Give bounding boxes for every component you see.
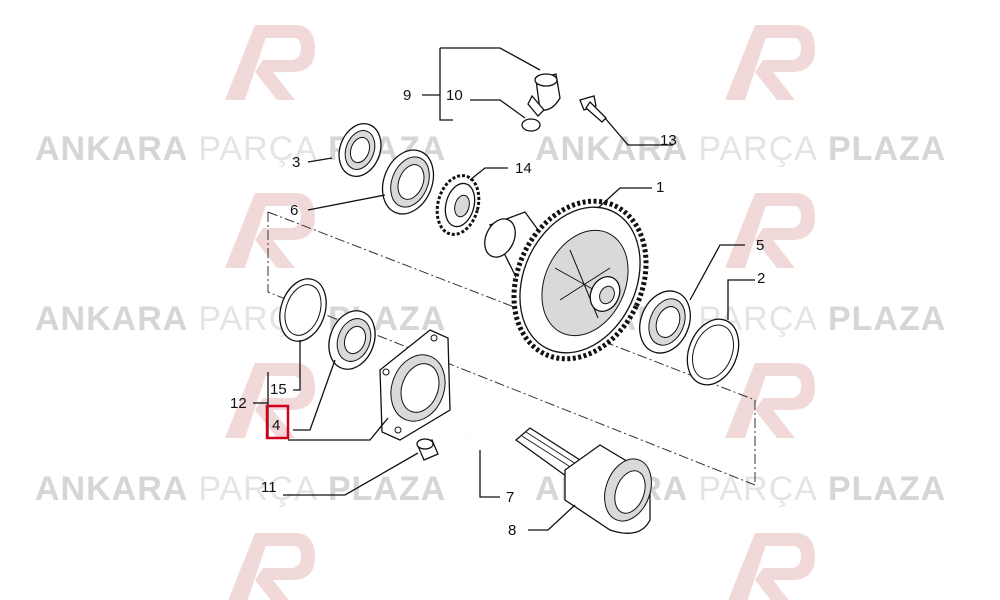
callout-3: 3 xyxy=(292,154,300,171)
screw-part-13 xyxy=(579,95,607,123)
bolt-part-11 xyxy=(416,438,439,461)
differential-part-1 xyxy=(484,198,649,362)
oil-seal-part-3 xyxy=(338,123,382,177)
callout-8: 8 xyxy=(508,522,516,539)
watermark-logo xyxy=(225,25,315,100)
watermark-logo xyxy=(725,193,815,268)
callout-5: 5 xyxy=(756,237,764,254)
callout-11: 11 xyxy=(261,479,277,496)
callout-6: 6 xyxy=(290,202,298,219)
watermark-logo xyxy=(225,193,315,268)
watermark-logo xyxy=(225,363,315,438)
callout-4: 4 xyxy=(272,417,280,434)
flange-housing-part-12 xyxy=(379,329,451,441)
bearing-part-6 xyxy=(381,149,435,215)
speedo-gear-part-14 xyxy=(435,174,481,236)
callout-labels: 1 2 3 4 5 6 7 8 9 10 11 12 13 14 15 xyxy=(230,87,765,539)
callout-12: 12 xyxy=(230,395,247,412)
callout-7: 7 xyxy=(506,489,514,506)
watermark-logo xyxy=(725,25,815,100)
leader-lines xyxy=(253,47,755,531)
speed-sensor-part-9 xyxy=(527,73,561,117)
callout-1: 1 xyxy=(656,179,664,196)
shim-part-15 xyxy=(279,278,327,342)
callout-14: 14 xyxy=(515,160,532,177)
watermark-logo xyxy=(728,533,815,600)
callout-9: 9 xyxy=(403,87,411,104)
watermark-logo xyxy=(228,533,315,600)
watermark-logo xyxy=(725,363,815,438)
callout-2: 2 xyxy=(757,270,765,287)
shim-part-2 xyxy=(686,318,740,386)
assembly-boundary xyxy=(267,211,756,486)
bearing-part-5 xyxy=(639,290,691,354)
circlip-part-7 xyxy=(456,385,504,443)
watermark-logos xyxy=(225,25,815,600)
drive-shaft-part-8 xyxy=(514,427,652,534)
callout-10: 10 xyxy=(446,87,463,104)
bearing-part-4 xyxy=(328,310,376,370)
callout-13: 13 xyxy=(660,132,677,149)
highlight-box xyxy=(265,404,290,440)
callout-15: 15 xyxy=(270,381,287,398)
o-ring-part-10 xyxy=(521,118,541,132)
